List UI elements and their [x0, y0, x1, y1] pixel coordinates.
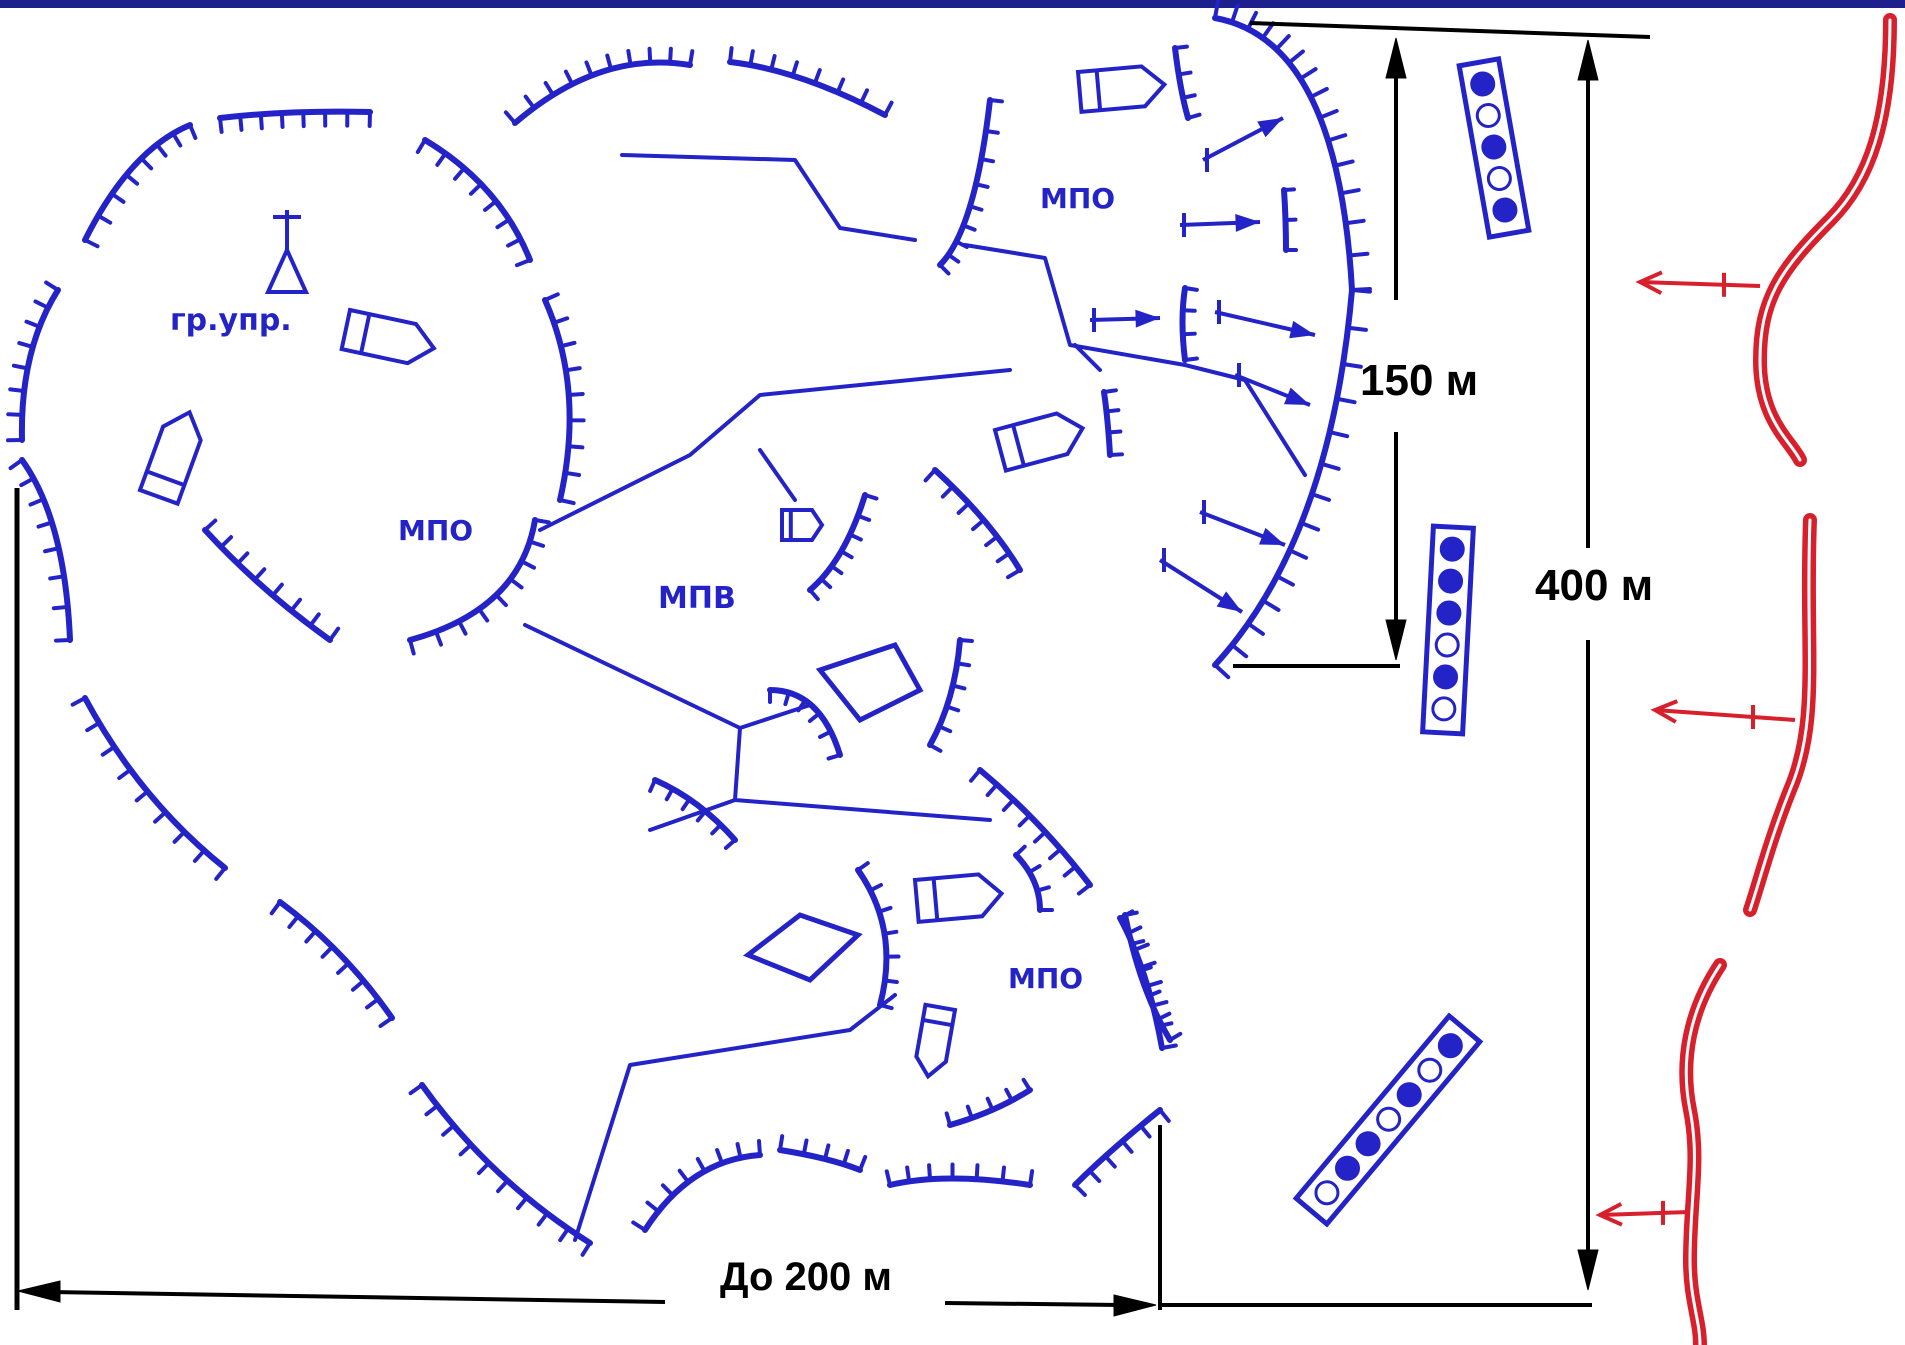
tank-rhombus-icon: [743, 912, 863, 983]
trench-arc: [422, 137, 533, 263]
communication-line: [573, 993, 897, 1242]
command-post-icon: [264, 210, 310, 294]
dimension-label-150: 150 м: [1360, 356, 1478, 405]
dimension-label-400: 400 м: [1535, 561, 1653, 610]
minefield-rows: [1292, 55, 1532, 1228]
enemy-positions: [1595, 13, 1897, 1345]
trench-arc: [927, 637, 963, 748]
trench-arc-top-left: [82, 122, 193, 243]
trench-arc: [1013, 852, 1043, 913]
trench-arc: [19, 457, 73, 643]
enemy-arrow-icon: [1635, 270, 1761, 297]
communication-trenches: [523, 153, 1307, 1242]
enemy-arrow-icon: [1650, 699, 1796, 729]
enemy-trench-line-icon: [1743, 513, 1817, 917]
small-vehicle-icon: [780, 508, 825, 542]
trench-arc: [202, 527, 333, 643]
bmp-vehicle-icon: [914, 1002, 958, 1080]
fire-direction-arrow-icon: [1234, 363, 1311, 407]
communication-line: [523, 623, 812, 730]
trench-arc: [937, 97, 993, 268]
communication-line: [758, 448, 797, 502]
fire-direction-arrow-icon: [1214, 300, 1316, 339]
fire-direction-arrow-icon: [1179, 213, 1261, 237]
trench-arc: [642, 1152, 763, 1233]
trench-arc: [1172, 45, 1191, 121]
trench-arc: [82, 695, 228, 871]
dim-200-line-right: [944, 1301, 1121, 1307]
platoon-position-label-top-right: МПО: [1040, 182, 1115, 215]
top-title-bar: [0, 0, 1905, 8]
platoon-position-label-top-left: МПО: [398, 514, 473, 547]
bmp-vehicle-icon: [339, 307, 437, 366]
minefield-row-icon: [1456, 55, 1532, 241]
communication-line: [1183, 363, 1307, 477]
trench-arc: [18, 287, 61, 443]
fire-direction-arrow-icon: [1158, 548, 1244, 614]
platoon-position-label-bottom: МПО: [1008, 962, 1083, 995]
communication-line: [538, 368, 1012, 532]
communication-line: [1073, 343, 1102, 372]
trench-arc: [419, 1082, 593, 1246]
communication-line: [620, 153, 917, 242]
bmp-vehicle-icon: [912, 872, 1005, 925]
dimension-label-200: До 200 м: [720, 1255, 892, 1299]
group-control-label: гр.упр.: [170, 303, 292, 338]
fire-direction-arrow-icon: [1089, 308, 1161, 332]
trench-arc: [807, 492, 868, 593]
trench-arc: [1122, 912, 1173, 1043]
trench-arc: [727, 59, 888, 118]
tank-rhombus-icon: [815, 641, 924, 724]
communication-line: [963, 243, 1187, 367]
trench-arc: [277, 899, 395, 1021]
minefield-row-icon: [1292, 1012, 1484, 1228]
trench-arc: [217, 108, 373, 121]
dimension-lines: [14, 21, 1651, 1317]
trench-arc: [542, 297, 573, 503]
fire-direction-arrow-icon: [1199, 500, 1286, 547]
trench-arc: [1101, 389, 1113, 458]
trench-arc: [1179, 285, 1188, 363]
bmp-vehicle-icon: [992, 411, 1086, 474]
trench-arc: [977, 767, 1093, 888]
trench-arc: [652, 777, 738, 843]
communication-line: [648, 798, 737, 832]
reserve-position-label: МПВ: [658, 581, 736, 616]
unit-icons: [137, 64, 1316, 1080]
minefield-row-icon: [1420, 523, 1476, 737]
dim-200-line-left: [49, 1290, 666, 1304]
enemy-arrow-icon: [1595, 1200, 1691, 1227]
trench-arc: [1212, 287, 1355, 668]
trench-arc: [767, 687, 843, 758]
trench-arcs: [6, 0, 1372, 1257]
bmp-vehicle-icon: [137, 409, 203, 507]
trench-arc: [512, 59, 693, 126]
communication-line: [733, 726, 992, 822]
fire-direction-arrow-icon: [1202, 116, 1284, 172]
bmp-vehicle-icon: [1075, 64, 1168, 115]
trench-arc: [1072, 1107, 1163, 1188]
enemy-trench-line-icon: [1752, 13, 1897, 467]
